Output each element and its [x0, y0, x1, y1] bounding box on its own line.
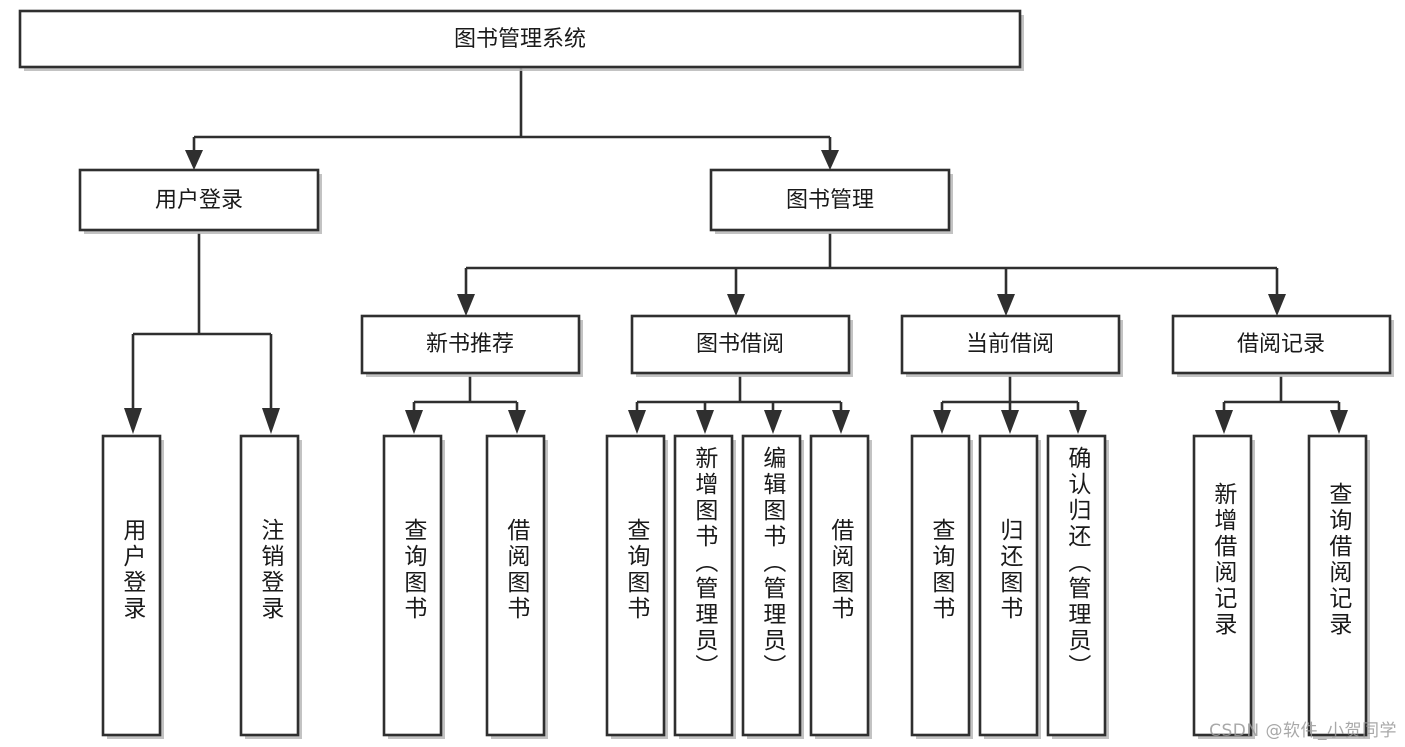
- node-borrow-record-box: [1171, 314, 1392, 375]
- node-leaf-edit-book[interactable]: [741, 434, 804, 739]
- node-leaf-edit-book-box: [741, 434, 802, 737]
- node-leaf-query-book-2[interactable]: [605, 434, 668, 739]
- node-leaf-return-book[interactable]: [978, 434, 1041, 739]
- node-leaf-logout-login[interactable]: [239, 434, 302, 739]
- node-leaf-add-book-box: [673, 434, 734, 737]
- arrow-head-leaf-query-book-3: [933, 410, 951, 434]
- node-new-book-recommend[interactable]: 新书推荐: [360, 314, 583, 377]
- node-borrow-record-label: 借阅记录: [1237, 332, 1325, 357]
- node-root-box: [18, 9, 1022, 69]
- arrow-head-user-login: [185, 150, 203, 170]
- node-leaf-query-book-3-box: [910, 434, 971, 737]
- arrow-head-leaf-user-login: [124, 408, 142, 434]
- node-leaf-confirm-return-box: [1046, 434, 1107, 737]
- arrow-head-current-borrow: [997, 294, 1015, 316]
- node-leaf-query-book-1-box: [382, 434, 443, 737]
- node-root[interactable]: 图书管理系统: [18, 9, 1024, 71]
- arrow-head-leaf-logout-login: [262, 408, 280, 434]
- node-leaf-query-book-1[interactable]: [382, 434, 445, 739]
- leaf-box-group: [101, 434, 1370, 739]
- node-leaf-query-record-box: [1307, 434, 1368, 737]
- node-current-borrow-label: 当前借阅: [966, 332, 1054, 357]
- arrow-head-leaf-borrow-book-2: [832, 410, 850, 434]
- node-leaf-return-book-box: [978, 434, 1039, 737]
- arrow-head-new-book-recommend: [457, 294, 475, 316]
- node-current-borrow[interactable]: 当前借阅: [900, 314, 1123, 377]
- node-leaf-add-record-box: [1192, 434, 1253, 737]
- node-book-management-label: 图书管理: [786, 188, 874, 213]
- node-leaf-query-record[interactable]: [1307, 434, 1370, 739]
- node-user-login[interactable]: 用户登录: [78, 168, 322, 234]
- node-book-management-box: [709, 168, 951, 232]
- arrow-head-leaf-edit-book: [764, 410, 782, 434]
- node-book-borrow-label: 图书借阅: [696, 332, 784, 357]
- node-root-label: 图书管理系统: [454, 27, 586, 52]
- node-leaf-logout-login-box: [239, 434, 300, 737]
- node-leaf-confirm-return[interactable]: [1046, 434, 1109, 739]
- node-book-borrow[interactable]: 图书借阅: [630, 314, 853, 377]
- node-leaf-user-login[interactable]: [101, 434, 164, 739]
- arrow-head-leaf-add-book: [696, 410, 714, 434]
- arrow-head-leaf-confirm-return: [1069, 410, 1087, 434]
- arrow-head-book-borrow: [727, 294, 745, 316]
- node-leaf-query-book-3[interactable]: [910, 434, 973, 739]
- arrow-head-leaf-return-book: [1001, 410, 1019, 434]
- connector-layer: [124, 68, 1348, 434]
- node-leaf-add-book[interactable]: [673, 434, 736, 739]
- node-leaf-borrow-book-2-box: [809, 434, 870, 737]
- arrow-head-leaf-query-book-1: [405, 410, 423, 434]
- node-leaf-borrow-book-2[interactable]: [809, 434, 872, 739]
- arrow-head-leaf-query-book-2: [628, 410, 646, 434]
- node-new-book-recommend-label: 新书推荐: [426, 332, 514, 357]
- node-user-login-box: [78, 168, 320, 232]
- arrow-head-leaf-query-record: [1330, 410, 1348, 434]
- node-book-borrow-box: [630, 314, 851, 375]
- node-new-book-recommend-box: [360, 314, 581, 375]
- node-current-borrow-box: [900, 314, 1121, 375]
- arrow-head-leaf-borrow-book-1: [508, 410, 526, 434]
- node-leaf-user-login-box: [101, 434, 162, 737]
- node-leaf-borrow-book-1-box: [485, 434, 546, 737]
- arrow-head-borrow-record: [1268, 294, 1286, 316]
- arrow-head-leaf-add-record: [1215, 410, 1233, 434]
- node-leaf-borrow-book-1[interactable]: [485, 434, 548, 739]
- arrow-head-book-management: [821, 150, 839, 170]
- node-leaf-add-record[interactable]: [1192, 434, 1255, 739]
- node-user-login-label: 用户登录: [155, 188, 243, 213]
- node-leaf-query-book-2-box: [605, 434, 666, 737]
- node-book-management[interactable]: 图书管理: [709, 168, 953, 234]
- node-borrow-record[interactable]: 借阅记录: [1171, 314, 1394, 377]
